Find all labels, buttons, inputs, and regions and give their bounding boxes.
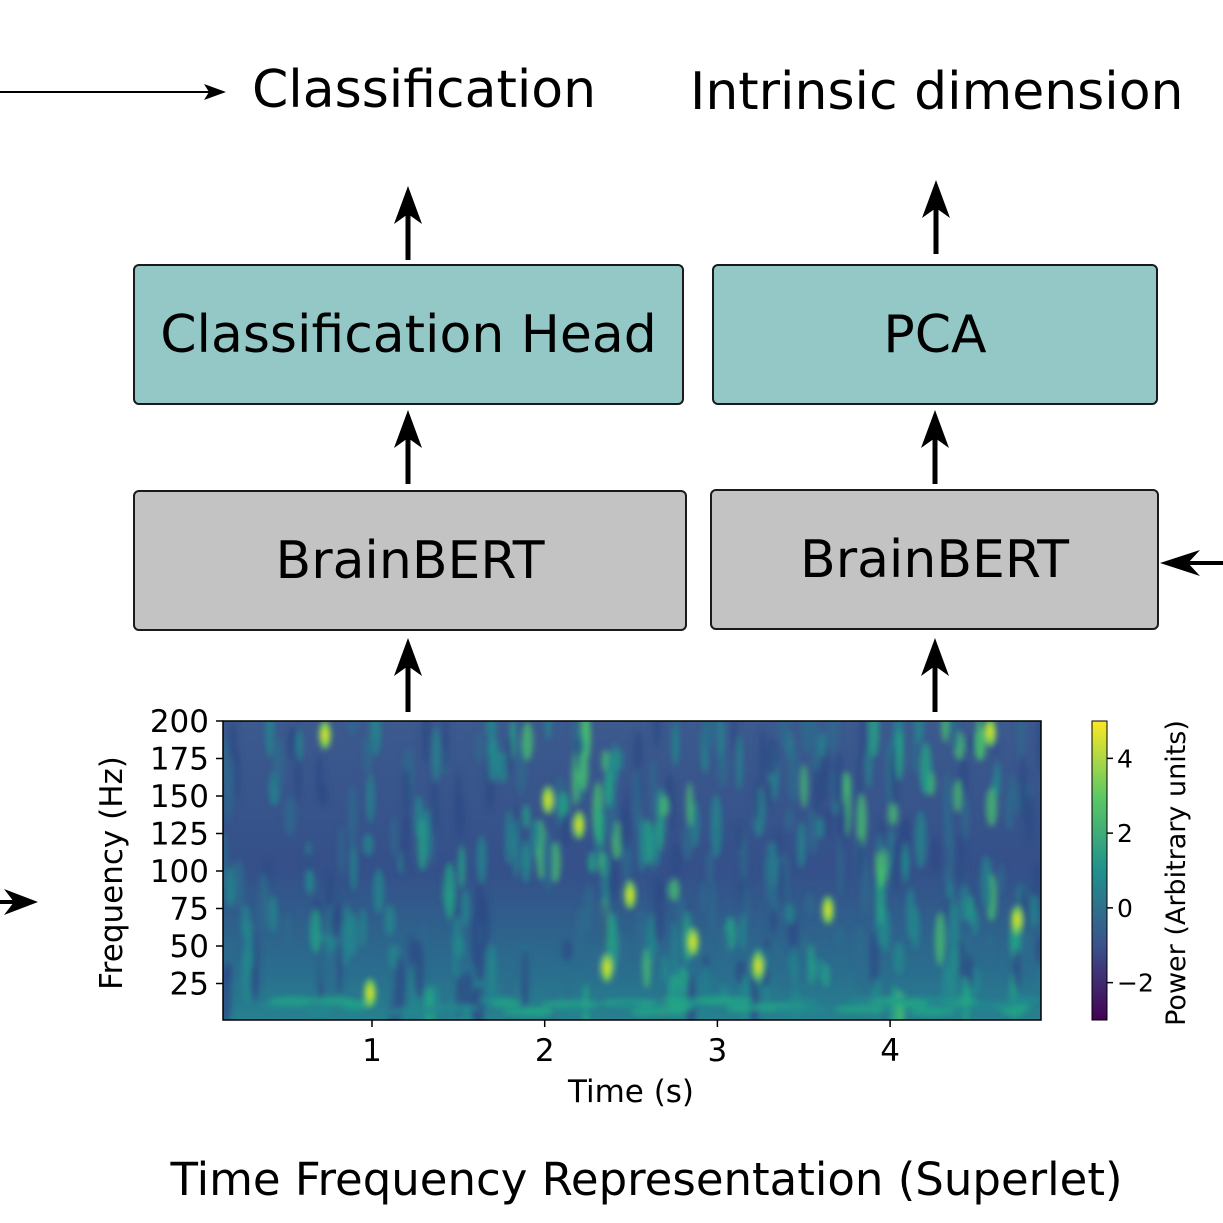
brainbert-left-label: BrainBERT bbox=[275, 530, 545, 591]
x-axis-ticks: 1 2 3 4 bbox=[362, 1020, 900, 1069]
x-axis-label: Time (s) bbox=[567, 1074, 694, 1110]
spectrogram-texture bbox=[223, 721, 1041, 1020]
incoming-arrow-top-left bbox=[0, 84, 226, 100]
colorbar bbox=[1091, 720, 1108, 1021]
classification-output-label: Classification bbox=[252, 60, 597, 120]
classification-head-box: Classification Head bbox=[133, 264, 684, 405]
brainbert-right-label: BrainBERT bbox=[800, 529, 1069, 590]
colorbar-tick-label: 4 bbox=[1117, 744, 1133, 773]
colorbar-tick-label: 0 bbox=[1117, 894, 1133, 923]
incoming-arrow-left bbox=[0, 889, 38, 915]
x-tick-label: 4 bbox=[880, 1033, 900, 1069]
x-tick-label: 2 bbox=[535, 1033, 555, 1069]
incoming-arrow-right bbox=[1160, 550, 1223, 576]
x-tick-label: 3 bbox=[708, 1033, 728, 1069]
y-tick-label: 75 bbox=[170, 892, 209, 928]
spectrogram-background bbox=[223, 721, 1041, 1020]
colorbar-ticks: 4 2 0 −2 bbox=[1107, 744, 1154, 998]
y-tick-label: 125 bbox=[150, 817, 209, 853]
intrinsic-dimension-output-label: Intrinsic dimension bbox=[690, 62, 1184, 122]
y-tick-label: 100 bbox=[150, 854, 209, 890]
x-tick-label: 1 bbox=[362, 1033, 382, 1069]
classification-head-label: Classification Head bbox=[160, 304, 657, 365]
brainbert-right-box: BrainBERT bbox=[710, 489, 1159, 630]
colorbar-tick-label: −2 bbox=[1117, 969, 1154, 998]
y-tick-label: 200 bbox=[150, 704, 209, 740]
y-tick-label: 25 bbox=[170, 967, 209, 1003]
y-axis-label: Frequency (Hz) bbox=[94, 756, 130, 990]
y-tick-label: 50 bbox=[170, 929, 209, 965]
figure-caption: Time Frequency Representation (Superlet) bbox=[170, 1153, 1123, 1206]
pca-box: PCA bbox=[712, 264, 1158, 405]
colorbar-tick-label: 2 bbox=[1117, 819, 1133, 848]
colorbar-label: Power (Arbitrary units) bbox=[1161, 720, 1192, 1026]
pca-label: PCA bbox=[883, 304, 987, 365]
brainbert-left-box: BrainBERT bbox=[133, 490, 687, 631]
y-tick-label: 175 bbox=[150, 742, 209, 778]
y-tick-label: 150 bbox=[150, 779, 209, 815]
